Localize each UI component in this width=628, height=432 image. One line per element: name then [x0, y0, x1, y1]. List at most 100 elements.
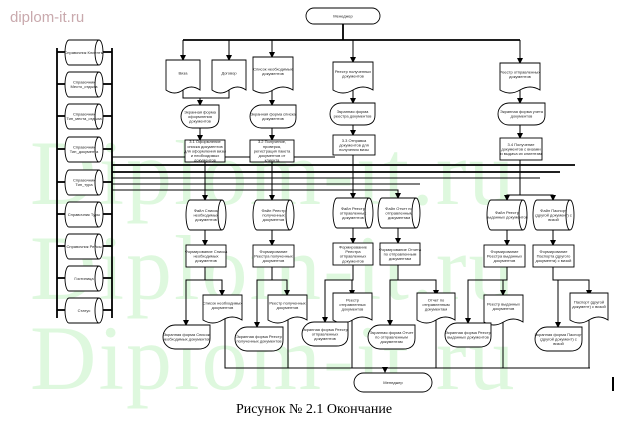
node-label: Статус — [78, 308, 91, 313]
output-screen-form[interactable]: Экранная форма Паспорт(другой документ) … — [534, 326, 583, 352]
connector — [254, 267, 273, 328]
reference-table[interactable]: Справочник Рейсы — [64, 233, 104, 260]
reference-table[interactable]: Справочник Клиенты — [64, 39, 104, 66]
reference-table[interactable]: Статус — [64, 297, 104, 324]
connector — [182, 90, 230, 99]
node-label: Договор — [221, 70, 237, 75]
node-label: Гостиница — [74, 276, 94, 281]
node-label: Менеджер — [333, 13, 353, 18]
connector — [520, 194, 556, 201]
node-label: Экранная форма Паспорт(другой документ) … — [534, 332, 582, 346]
reference-table[interactable]: Справочник Туры — [64, 201, 104, 228]
bottom-terminator-manager[interactable]: Менеджер — [353, 372, 433, 393]
connector — [552, 267, 561, 328]
node-label: Справочник Рейсы — [67, 244, 102, 249]
node-label: Справочник Туры — [68, 212, 101, 217]
node-label: Виза — [179, 70, 189, 75]
connector — [387, 265, 399, 326]
reference-table[interactable]: Гостиница — [64, 265, 104, 292]
figure-caption: Рисунок № 2.1 Окончание — [235, 402, 393, 417]
connector — [398, 279, 439, 296]
watermark-big: Diplom-it.ru — [30, 307, 517, 409]
node-label: 3.2 Получение,проверка,регистрация пакет… — [254, 139, 291, 162]
node-label: Менеджер — [383, 380, 403, 385]
watermark-site: diplom-it.ru — [10, 9, 85, 26]
input-document[interactable]: Виза — [165, 59, 201, 94]
connector — [224, 318, 590, 369]
connector — [500, 279, 507, 296]
top-terminator-manager[interactable]: Менеджер — [305, 7, 381, 25]
process-step[interactable]: 3.2 Получение,проверка,регистрация пакет… — [249, 139, 295, 163]
connector — [205, 279, 225, 296]
input-document[interactable]: Договор — [211, 59, 247, 94]
connector — [504, 160, 521, 201]
connector — [183, 267, 206, 326]
